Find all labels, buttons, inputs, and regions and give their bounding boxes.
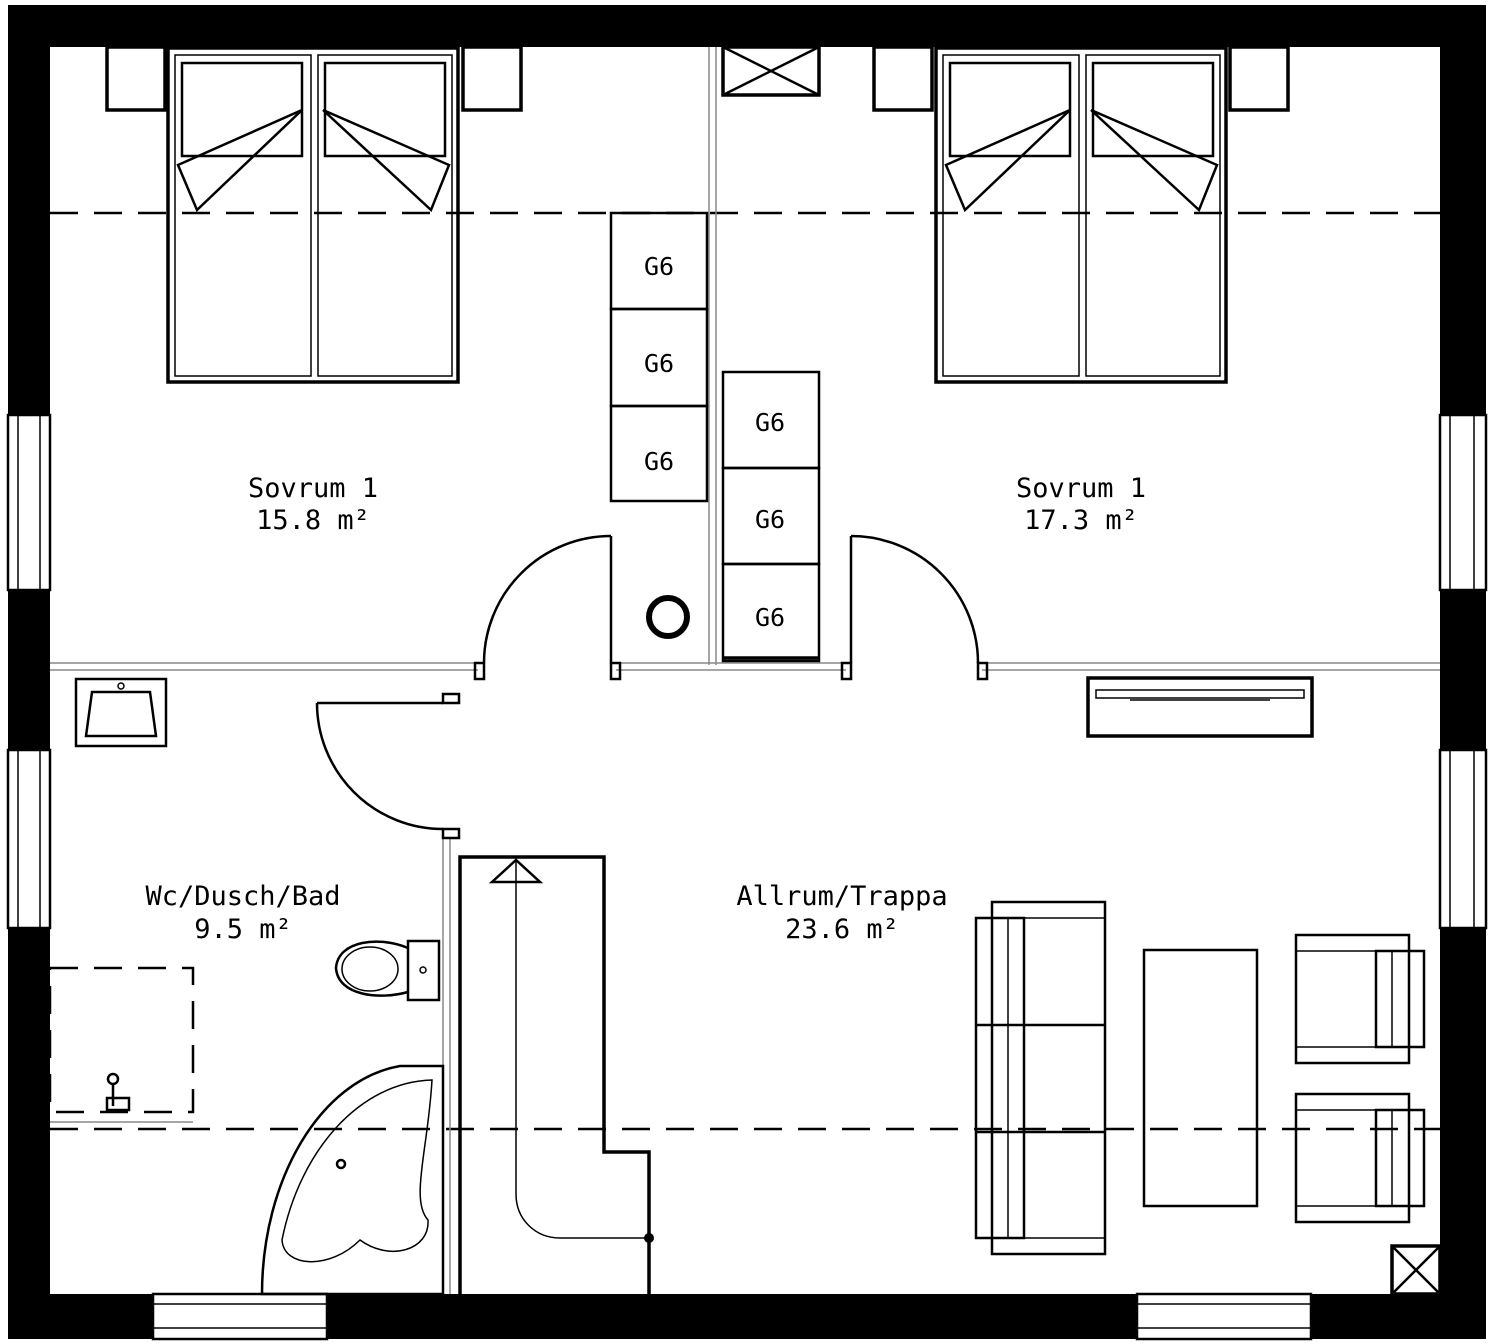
room-label-living: Allrum/Trappa 23.6 m² [736, 881, 947, 945]
room-name: Sovrum 1 [248, 473, 378, 504]
door-bedroom-left[interactable] [473, 534, 622, 681]
wardrobe-label: G6 [644, 252, 674, 281]
window-left-lower [6, 748, 52, 930]
room-name: Sovrum 1 [1016, 473, 1146, 504]
wardrobe-label: G6 [644, 349, 674, 378]
window-right-upper [1438, 413, 1488, 592]
armchair-upper [1294, 933, 1426, 1065]
room-area: 23.6 m² [785, 914, 899, 945]
double-bed-left [105, 45, 523, 384]
room-area: 17.3 m² [1024, 505, 1138, 536]
pipe-column [646, 595, 690, 639]
roof-slope-lines [50, 211, 1440, 1131]
toilet [334, 939, 441, 1002]
double-bed-right [872, 45, 1290, 384]
wardrobe-label: G6 [644, 447, 674, 476]
wardrobe-label: G6 [755, 603, 785, 632]
room-label-bathroom: Wc/Dusch/Bad 9.5 m² [145, 881, 340, 945]
room-area: 9.5 m² [194, 914, 292, 945]
corner-bathtub [260, 1064, 445, 1296]
room-name: Wc/Dusch/Bad [145, 881, 340, 912]
window-right-lower [1438, 748, 1488, 930]
wardrobes-left: G6 G6 G6 [609, 211, 709, 503]
wardrobe-label: G6 [755, 505, 785, 534]
tv-bench [1086, 676, 1314, 738]
wardrobe-label: G6 [755, 408, 785, 437]
coffee-table [1142, 948, 1259, 1208]
room-name: Allrum/Trappa [736, 881, 947, 912]
door-bathroom[interactable] [315, 692, 461, 840]
outer-walls [8, 5, 1486, 1339]
sofa [974, 900, 1107, 1256]
window-left-upper [6, 413, 52, 592]
door-bedroom-right[interactable] [840, 534, 989, 681]
staircase [458, 855, 654, 1294]
windows [6, 413, 1488, 1341]
room-label-bedroom-right: Sovrum 1 17.3 m² [1016, 473, 1146, 536]
washbasin [74, 677, 168, 748]
interior-walls [50, 47, 1440, 1294]
wardrobes-right: G6 G6 G6 [721, 370, 821, 663]
window-bottom-left [151, 1292, 329, 1341]
room-area: 15.8 m² [256, 505, 370, 536]
vent-shaft-top [721, 45, 821, 97]
room-label-bedroom-left: Sovrum 1 15.8 m² [248, 473, 378, 536]
shower-area [48, 966, 195, 1114]
armchair-lower [1294, 1092, 1426, 1224]
window-bottom-right [1135, 1292, 1313, 1341]
vent-shaft-bottom [1390, 1244, 1442, 1296]
